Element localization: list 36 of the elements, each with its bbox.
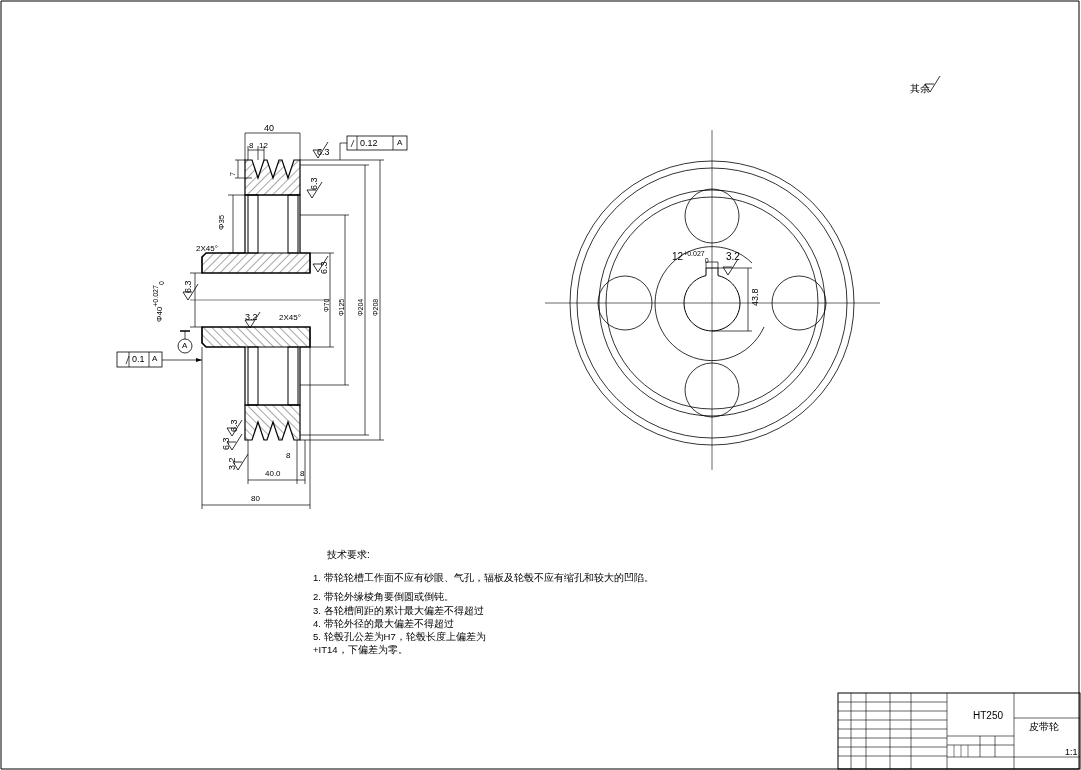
roughness-value: 6.3 bbox=[310, 177, 319, 190]
roughness-value: 6.3 bbox=[320, 261, 329, 274]
dimension-text: 43.8 bbox=[751, 288, 760, 306]
dimension-text: 40.0 bbox=[265, 470, 281, 478]
scale-text: 1:1 bbox=[1065, 748, 1078, 757]
dimension-text: 12 bbox=[259, 142, 268, 150]
note-line: 2. 带轮外缘棱角要倒圆或倒钝。 bbox=[313, 592, 454, 602]
roughness-value: 3.2 bbox=[726, 252, 740, 262]
material-text: HT250 bbox=[973, 711, 1003, 721]
note-line: 3. 各轮槽间距的累计最大偏差不得超过 bbox=[313, 606, 484, 616]
roughness-value: 6.3 bbox=[230, 419, 239, 432]
dimension-text: 8 bbox=[286, 452, 291, 460]
dimension-text: 8 bbox=[249, 142, 254, 150]
roughness-value: 6.3 bbox=[222, 437, 231, 450]
datum-letter: A bbox=[397, 139, 403, 147]
note-line: 4. 带轮外径的最大偏差不得超过 bbox=[313, 619, 454, 629]
roughness-value: 6.3 bbox=[317, 148, 330, 157]
note-heading: 技术要求: bbox=[327, 550, 370, 560]
dimension-text: 40 bbox=[264, 124, 274, 133]
dimension-text: 8 bbox=[300, 470, 305, 478]
dimension-text: 80 bbox=[251, 495, 260, 503]
datum-letter: A bbox=[182, 342, 188, 350]
note-line: +IT14，下偏差为零。 bbox=[313, 645, 408, 655]
tolerance-value: 0.1 bbox=[132, 355, 145, 364]
dimension-text: 2X45° bbox=[196, 245, 218, 253]
roughness-value: 6.3 bbox=[184, 280, 193, 293]
roughness-value: 3.2 bbox=[228, 457, 237, 470]
note-text: 其余 bbox=[910, 84, 930, 94]
tolerance-value: 0.12 bbox=[360, 139, 378, 148]
dimension-text: 2X45° bbox=[279, 314, 301, 322]
note-line: 1. 带轮轮槽工作面不应有砂眼、气孔，辐板及轮毂不应有缩孔和较大的凹陷。 bbox=[313, 573, 654, 583]
note-line: 5. 轮毂孔公差为H7，轮毂长度上偏差为 bbox=[313, 632, 486, 642]
dimension-text: Φ35 bbox=[218, 214, 226, 230]
roughness-value: 3.2 bbox=[245, 313, 258, 322]
part-name: 皮带轮 bbox=[1029, 722, 1059, 732]
datum-letter: A bbox=[152, 355, 158, 363]
